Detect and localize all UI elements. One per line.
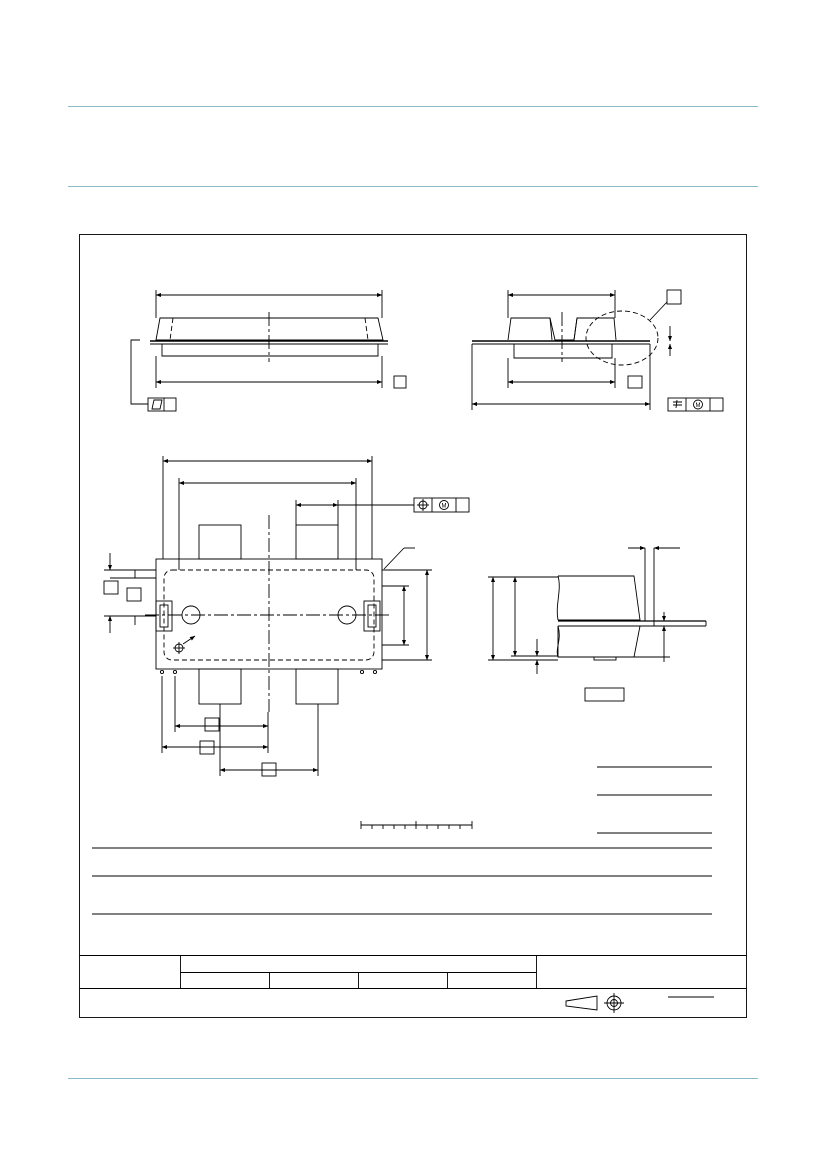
lead-tab-top-left [198,524,242,560]
datum-box-f [199,740,215,755]
mmc-symbol-letter: M [696,403,701,409]
detail-label-box [584,687,625,702]
side-slot-right [363,600,381,632]
datum-box-a [393,375,407,389]
detail-leader [649,301,668,321]
parallelism-frame [667,397,724,412]
end-view-slot [549,317,578,341]
detail-circle [585,310,659,366]
mmc-symbol-icon-2 [439,500,449,510]
drawing-frame [79,234,747,1018]
mmc-symbol-icon [693,399,703,410]
flatness-symbol-icon [151,399,163,410]
footer-rule [68,1078,758,1079]
end-view-base [513,344,613,359]
datum-box-g [261,762,277,777]
end-view: M [471,289,724,412]
datum-box-d [126,587,142,602]
side-view-long [130,290,407,412]
side-view-body-hidden [169,317,369,341]
lead-tab-top-right [295,524,339,560]
top-view: M [103,456,470,777]
detail-base [557,625,641,658]
flatness-leader [130,339,148,405]
datum-box-e [204,717,220,732]
parallelism-symbol-icon [673,399,682,409]
mmc-symbol-letter-2: M [442,504,447,510]
side-view-base [161,344,379,357]
scale-bar [360,821,473,829]
header-rule-top [68,106,758,107]
header-rule-bottom [68,186,758,187]
lead-tab-bottom-left [198,668,242,705]
datum-box-b [627,375,643,389]
datum-box-c [103,580,119,595]
title-block [79,955,747,1013]
third-angle-projection-icon [565,993,624,1013]
detail-view [488,545,707,702]
flatness-frame [147,397,177,412]
side-view-body-outline [155,317,384,341]
lead-tab-bottom-right [295,668,339,705]
detail-box-x [666,289,682,305]
position-frame [413,497,470,513]
detail-body [558,575,641,621]
